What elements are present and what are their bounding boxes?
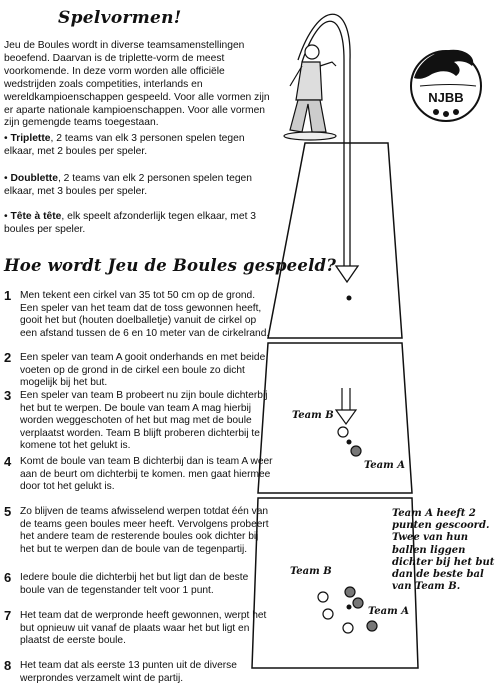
step-number: 5 bbox=[4, 504, 12, 519]
team-b-label: Team B bbox=[292, 410, 334, 421]
arrow-down-icon bbox=[334, 409, 358, 426]
player-figure bbox=[283, 44, 337, 141]
team-b-label: Team B bbox=[290, 566, 332, 577]
boule-team-b bbox=[322, 608, 334, 620]
list-item: • Doublette, 2 teams van elk 2 personen … bbox=[4, 173, 253, 197]
but-ball bbox=[346, 295, 352, 301]
shot-arrow-shaft bbox=[341, 388, 351, 410]
throw-arc bbox=[297, 13, 351, 268]
list-item: • Tête à tête, elk speelt afzonderlijk t… bbox=[4, 211, 257, 235]
step-number: 8 bbox=[4, 658, 12, 673]
step-item: 4 Komt de boule van team B dichterbij dan… bbox=[4, 454, 274, 494]
step-item: 2 Een speler van team A gooit onderhands … bbox=[4, 350, 274, 390]
form-text: , 2 teams van elk 2 personen spelen tege… bbox=[4, 173, 253, 197]
step-text: Zo blijven de teams afwisselend werpen t… bbox=[20, 506, 269, 555]
form-name: Doublette bbox=[10, 173, 58, 184]
njbb-logo: NJBB bbox=[410, 49, 482, 122]
step-text: Een speler van team B probeert nu zijn b… bbox=[20, 390, 268, 452]
step-number: 3 bbox=[4, 388, 12, 403]
step-text: Een speler van team A gooit onderhands e… bbox=[20, 352, 266, 389]
step-text: Iedere boule die dichterbij het but ligt… bbox=[20, 572, 249, 596]
step-number: 1 bbox=[4, 288, 12, 303]
step-number: 7 bbox=[4, 608, 12, 623]
form-name: Tête à tête bbox=[10, 211, 62, 222]
team-a-label: Team A bbox=[364, 460, 405, 471]
logo-text: NJBB bbox=[428, 90, 463, 105]
form-text: , elk speelt afzonderlijk tegen elkaar, … bbox=[4, 211, 257, 235]
but-ball bbox=[346, 604, 352, 610]
page-title: Spelvormen! bbox=[58, 8, 182, 28]
boule-team-a bbox=[350, 445, 362, 457]
step-item: 3 Een speler van team B probeert nu zijn … bbox=[4, 388, 274, 453]
step-number: 6 bbox=[4, 570, 12, 585]
step-item: 8 Het team dat als eerste 13 punten uit d… bbox=[4, 658, 274, 685]
form-name: Triplette bbox=[10, 133, 51, 144]
step-number: 4 bbox=[4, 454, 12, 469]
form-text: , 2 teams van elk 3 personen spelen tege… bbox=[4, 133, 245, 157]
but-ball bbox=[346, 439, 352, 445]
step-number: 2 bbox=[4, 350, 12, 365]
step-text: Het team dat de werpronde heeft gewonnen… bbox=[20, 610, 267, 647]
list-item: • Triplette, 2 teams van elk 3 personen … bbox=[4, 133, 245, 157]
court-panel-1 bbox=[267, 142, 403, 339]
court-panel-2 bbox=[257, 342, 413, 494]
boule-team-a bbox=[366, 620, 378, 632]
team-a-label: Team A bbox=[368, 606, 409, 617]
court-panel-3 bbox=[251, 497, 419, 669]
score-note: Team A heeft 2 punten gescoord. Twee van… bbox=[392, 508, 495, 593]
step-text: Komt de boule van team B dichterbij dan … bbox=[20, 456, 273, 493]
boule-team-a bbox=[352, 597, 364, 609]
step-item: 6 Iedere boule die dichterbij het but lig… bbox=[4, 570, 274, 597]
boule-team-b bbox=[337, 426, 349, 438]
step-item: 7 Het team dat de werpronde heeft gewonne… bbox=[4, 608, 274, 648]
boule-team-a bbox=[344, 586, 356, 598]
throw-arc-inner bbox=[301, 20, 345, 268]
section-heading: Hoe wordt Jeu de Boules gespeeld? bbox=[4, 256, 337, 275]
step-text: Men tekent een cirkel van 35 tot 50 cm o… bbox=[20, 290, 270, 339]
intro-paragraph: Jeu de Boules wordt in diverse teamsamen… bbox=[4, 40, 270, 129]
boule-team-b bbox=[342, 622, 354, 634]
step-item: 5 Zo blijven de teams afwisselend werpen … bbox=[4, 504, 274, 556]
arrow-down-icon bbox=[334, 265, 360, 284]
step-item: 1 Men tekent een cirkel van 35 tot 50 cm … bbox=[4, 288, 274, 340]
boule-team-b bbox=[317, 591, 329, 603]
step-text: Het team dat als eerste 13 punten uit de… bbox=[20, 660, 237, 684]
